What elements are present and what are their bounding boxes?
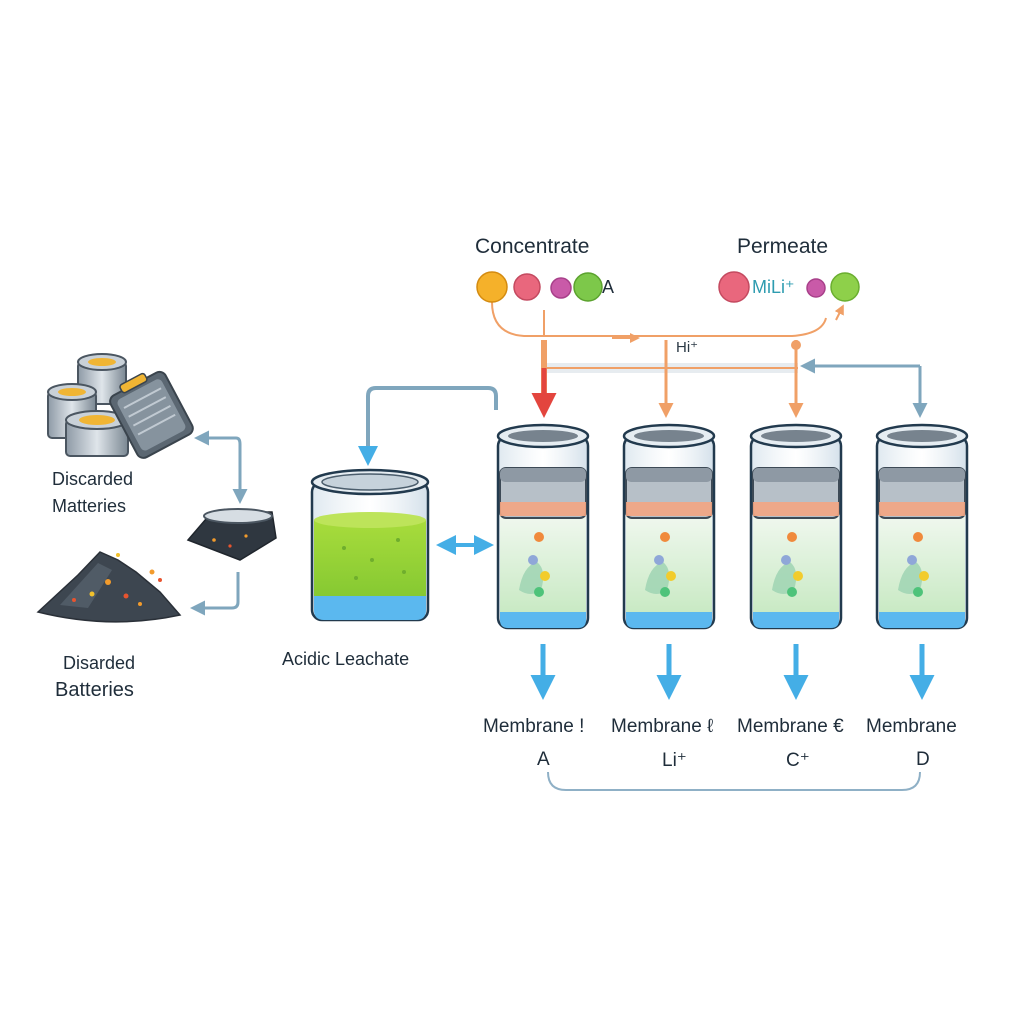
pipe-tag: Hi⁺	[676, 339, 699, 356]
discarded-matteries-label: Discarded Matteries	[52, 466, 133, 520]
battery-stack-icon	[47, 353, 194, 459]
concentrate-tag: A	[602, 277, 615, 297]
permeate-tag: MiLi⁺	[752, 277, 795, 297]
membrane-name-3: Membrane €	[737, 716, 844, 737]
membrane-name-1: Membrane !	[483, 716, 585, 737]
battery-rubble-icon	[36, 551, 182, 623]
concentrate-ball	[513, 273, 541, 301]
membrane-columns	[496, 423, 969, 630]
membrane-column-2	[622, 423, 716, 630]
membrane-column-1	[496, 423, 590, 630]
concentrate-ball	[550, 277, 572, 299]
permeate-ball	[806, 278, 826, 298]
pipe-network	[491, 301, 928, 418]
batteries-line-2: Batteries	[55, 679, 134, 701]
membrane-ion-3: C⁺	[786, 750, 810, 771]
membrane-ion-2: Li⁺	[662, 750, 687, 771]
acidic-leachate-label: Acidic Leachate	[282, 649, 410, 669]
permeate-label: Permeate	[737, 235, 829, 258]
beaker-icon	[310, 468, 430, 622]
membrane-ion-4: D	[916, 749, 930, 770]
battery-tray-icon	[186, 508, 277, 561]
permeate-ball	[718, 271, 750, 303]
stack-to-tray-arrow	[194, 430, 248, 504]
membrane-bracket	[547, 771, 921, 791]
concentrate-ions	[476, 271, 603, 303]
membrane-name-4: Membrane	[866, 716, 957, 737]
concentrate-label: Concentrate	[475, 235, 590, 258]
membrane-name-2: Membrane ℓ	[611, 716, 714, 737]
disarded-line-1: Disarded	[63, 653, 136, 673]
concentrate-ball	[573, 272, 603, 302]
permeate-ions	[718, 271, 860, 303]
concentrate-ball	[476, 271, 508, 303]
discarded-line-1: Discarded	[52, 469, 134, 489]
output-arrows	[530, 644, 935, 700]
tray-to-rubble-arrow	[190, 572, 240, 616]
disarded-batteries-label: Disarded Batteries	[55, 650, 135, 704]
recycle-arrow	[358, 386, 498, 466]
membrane-ion-1: A	[537, 749, 550, 770]
membrane-column-4	[875, 423, 969, 630]
membrane-column-3	[749, 423, 843, 630]
permeate-ball	[830, 272, 860, 302]
matteries-line-2: Matteries	[52, 496, 127, 516]
